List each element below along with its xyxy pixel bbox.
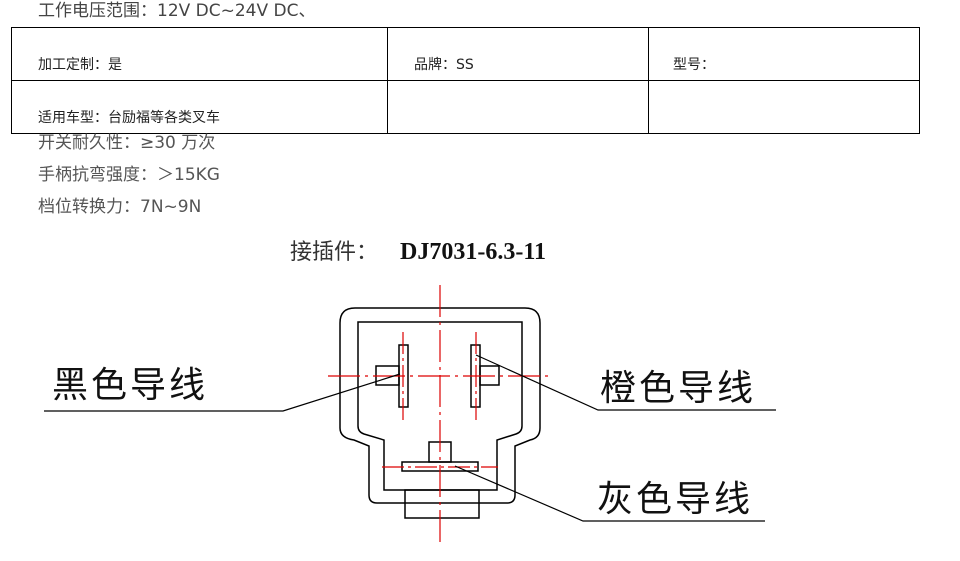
leader-lines [44, 354, 776, 522]
black-wire-leader [44, 373, 401, 412]
table-cell [648, 80, 920, 134]
bending-strength-text: 手柄抗弯强度：＞15KG [38, 165, 220, 185]
centerlines [328, 285, 548, 542]
orange-wire-leader [475, 354, 776, 411]
table-cell: 型号： [648, 27, 920, 81]
spec-table: 加工定制：是 品牌：SS 型号： 适用车型：台励福等各类叉车 [11, 27, 920, 134]
table-cell [387, 80, 649, 134]
table-row: 适用车型：台励福等各类叉车 [11, 80, 920, 134]
orange-wire-label: 橙色导线 [600, 368, 757, 409]
table-row: 加工定制：是 品牌：SS 型号： [11, 27, 920, 81]
connector-label: 接插件： [290, 240, 379, 265]
connector-title: 接插件： DJ7031-6.3-11 [290, 234, 546, 266]
black-wire-label: 黑色导线 [52, 365, 209, 406]
shift-force-text: 档位转换力：7N~9N [38, 197, 202, 217]
grey-wire-label: 灰色导线 [597, 479, 754, 520]
voltage-range-text: 工作电压范围：12V DC~24V DC、 [38, 1, 316, 21]
durability-text: 开关耐久性：≥30 万次 [38, 133, 216, 153]
table-cell: 品牌：SS [387, 27, 649, 81]
table-cell: 加工定制：是 [11, 27, 388, 81]
connector-model: DJ7031-6.3-11 [400, 239, 547, 265]
grey-wire-leader [454, 465, 765, 522]
table-cell: 适用车型：台励福等各类叉车 [11, 80, 388, 134]
